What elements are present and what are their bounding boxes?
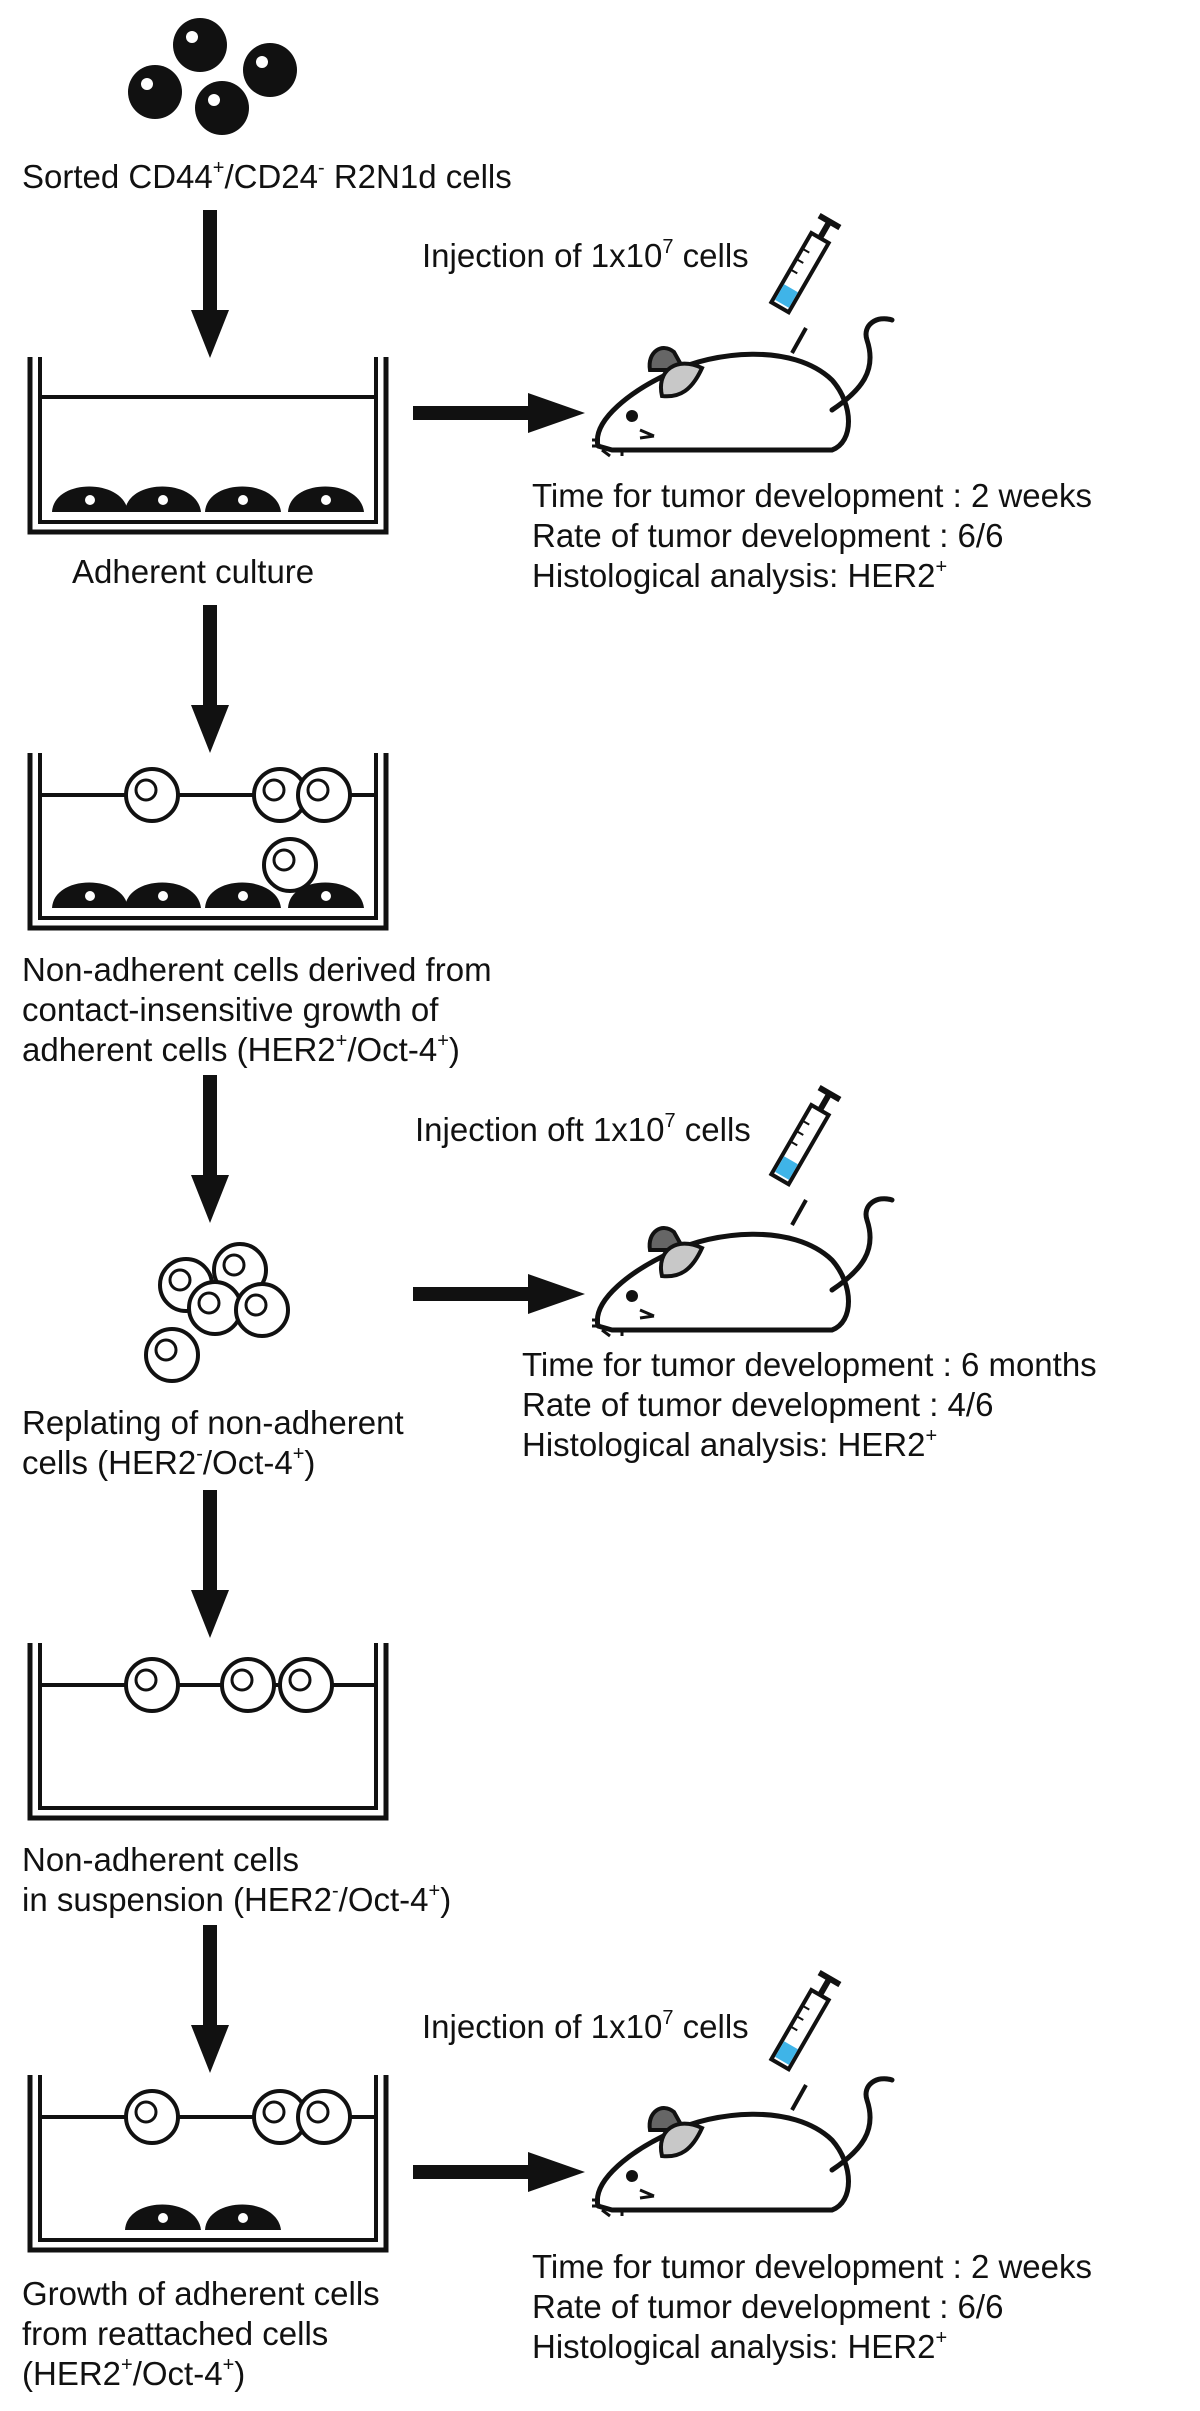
result-histology: Histological analysis: HER2+ — [532, 2327, 948, 2365]
step-label: Non-adherent cells in suspension (HER2-/… — [22, 1841, 452, 1918]
syringe-icon — [767, 1967, 844, 2112]
arrow-icon — [191, 1925, 229, 2073]
result-rate: Rate of tumor development : 4/6 — [522, 1386, 994, 1423]
cell-cluster-icon — [144, 1242, 290, 1383]
start-label: Sorted CD44+/CD24- R2N1d cells — [22, 157, 512, 195]
result-rate: Rate of tumor development : 6/6 — [532, 2288, 1004, 2325]
arrow-icon — [191, 1490, 229, 1638]
step-label: Replating of non-adherent cells (HER2-/O… — [22, 1404, 404, 1481]
cell-cluster-icon — [128, 18, 297, 135]
result-time: Time for tumor development : 2 weeks — [532, 2248, 1093, 2285]
arrow-icon — [413, 1274, 585, 1314]
results-block: Time for tumor development : 2 weeks Rat… — [532, 476, 1092, 596]
injection-label: Injection of 1x107 cells — [422, 2007, 749, 2045]
arrow-icon — [191, 210, 229, 358]
arrow-icon — [191, 605, 229, 753]
step-label: Growth of adherent cells from reattached… — [22, 2275, 380, 2392]
result-time: Time for tumor development : 2 weeks — [532, 477, 1093, 514]
culture-dish-icon — [30, 2075, 386, 2250]
injection-label: Injection oft 1x107 cells — [415, 1110, 751, 1148]
arrow-icon — [413, 2152, 585, 2192]
arrow-icon — [413, 393, 585, 433]
culture-dish-icon — [30, 753, 386, 928]
result-rate: Rate of tumor development : 6/6 — [532, 517, 1004, 554]
result-time: Time for tumor development : 6 months — [522, 1346, 1097, 1383]
culture-dish-icon — [30, 357, 386, 532]
mouse-icon — [592, 2079, 892, 2216]
step-label: Non-adherent cells derived from contact-… — [22, 951, 492, 1068]
culture-dish-icon — [30, 1643, 386, 1818]
result-histology: Histological analysis: HER2+ — [522, 1425, 938, 1463]
mouse-icon — [592, 1199, 892, 1336]
results-block: Time for tumor development : 2 weeks Rat… — [532, 2247, 1092, 2367]
arrow-icon — [191, 1075, 229, 1223]
mouse-icon — [592, 319, 892, 456]
results-block: Time for tumor development : 6 months Ra… — [522, 1345, 1097, 1465]
dish-label: Adherent culture — [72, 553, 315, 590]
result-histology: Histological analysis: HER2+ — [532, 556, 948, 594]
syringe-icon — [767, 210, 844, 355]
injection-label: Injection of 1x107 cells — [422, 236, 749, 274]
syringe-icon — [767, 1082, 844, 1227]
